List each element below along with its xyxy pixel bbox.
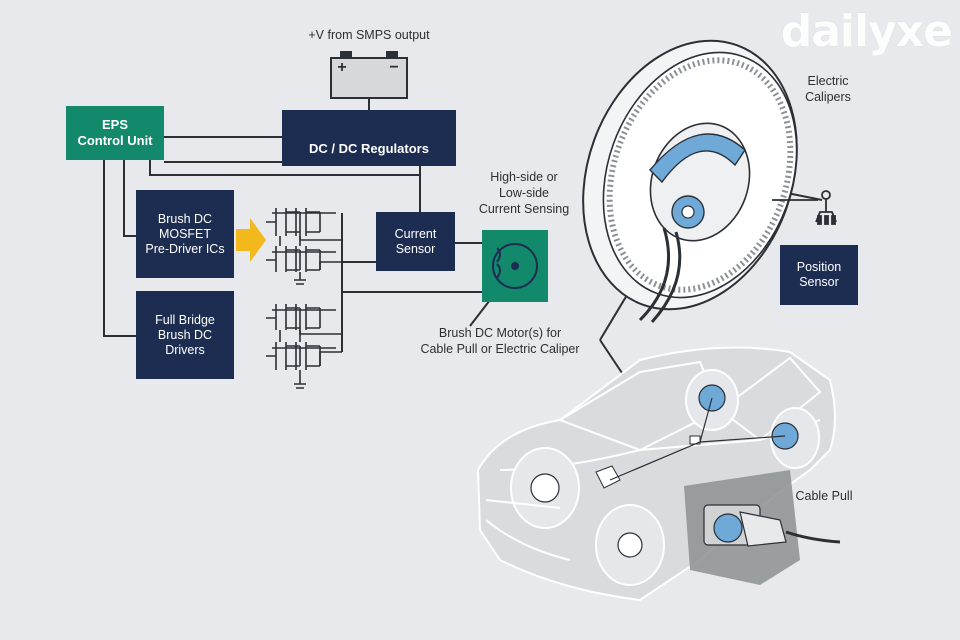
fullbridge-box: Full Bridge Brush DC Drivers: [136, 291, 234, 379]
arrow-right-icon: [236, 218, 266, 262]
current-sensing-label: High-side or Low-side Current Sensing: [478, 170, 570, 216]
battery-icon: [330, 51, 408, 99]
position-sensor-box: Position Sensor: [780, 245, 858, 305]
predriver-box: Brush DC MOSFET Pre-Driver ICs: [136, 190, 234, 278]
brake-disc-illustration: [582, 39, 798, 324]
smps-output-label: +V from SMPS output: [308, 28, 430, 42]
cable-pull-label: Cable Pull: [795, 489, 853, 503]
cable-pull-illustration: [684, 470, 841, 585]
wire-eps-left: [149, 160, 420, 176]
battery-plus-label: +: [337, 59, 347, 76]
wire-eps-predriver: [123, 160, 136, 237]
current-sensor-box: Current Sensor: [376, 212, 455, 271]
battery-minus-label: −: [389, 59, 399, 76]
mosfet-bridge-upper: [266, 208, 342, 285]
wire-eps-fullbridge: [103, 160, 136, 337]
eps-control-unit-box: EPS Control Unit: [66, 106, 164, 160]
dailyxe-logo: dailyxe: [780, 6, 953, 57]
car-brake-components: [530, 384, 799, 558]
position-sensor-icon: [772, 190, 837, 225]
motor-icon: [492, 243, 538, 289]
wire-motor-label: [469, 299, 491, 327]
mosfet-bridge-lower: [266, 304, 342, 389]
electric-calipers-label: Electric Calipers: [805, 74, 851, 104]
dcdc-regulators-box: DC / DC Regulators: [282, 110, 456, 166]
brush-dc-motor-label: Brush DC Motor(s) for Cable Pull or Elec…: [420, 326, 580, 356]
